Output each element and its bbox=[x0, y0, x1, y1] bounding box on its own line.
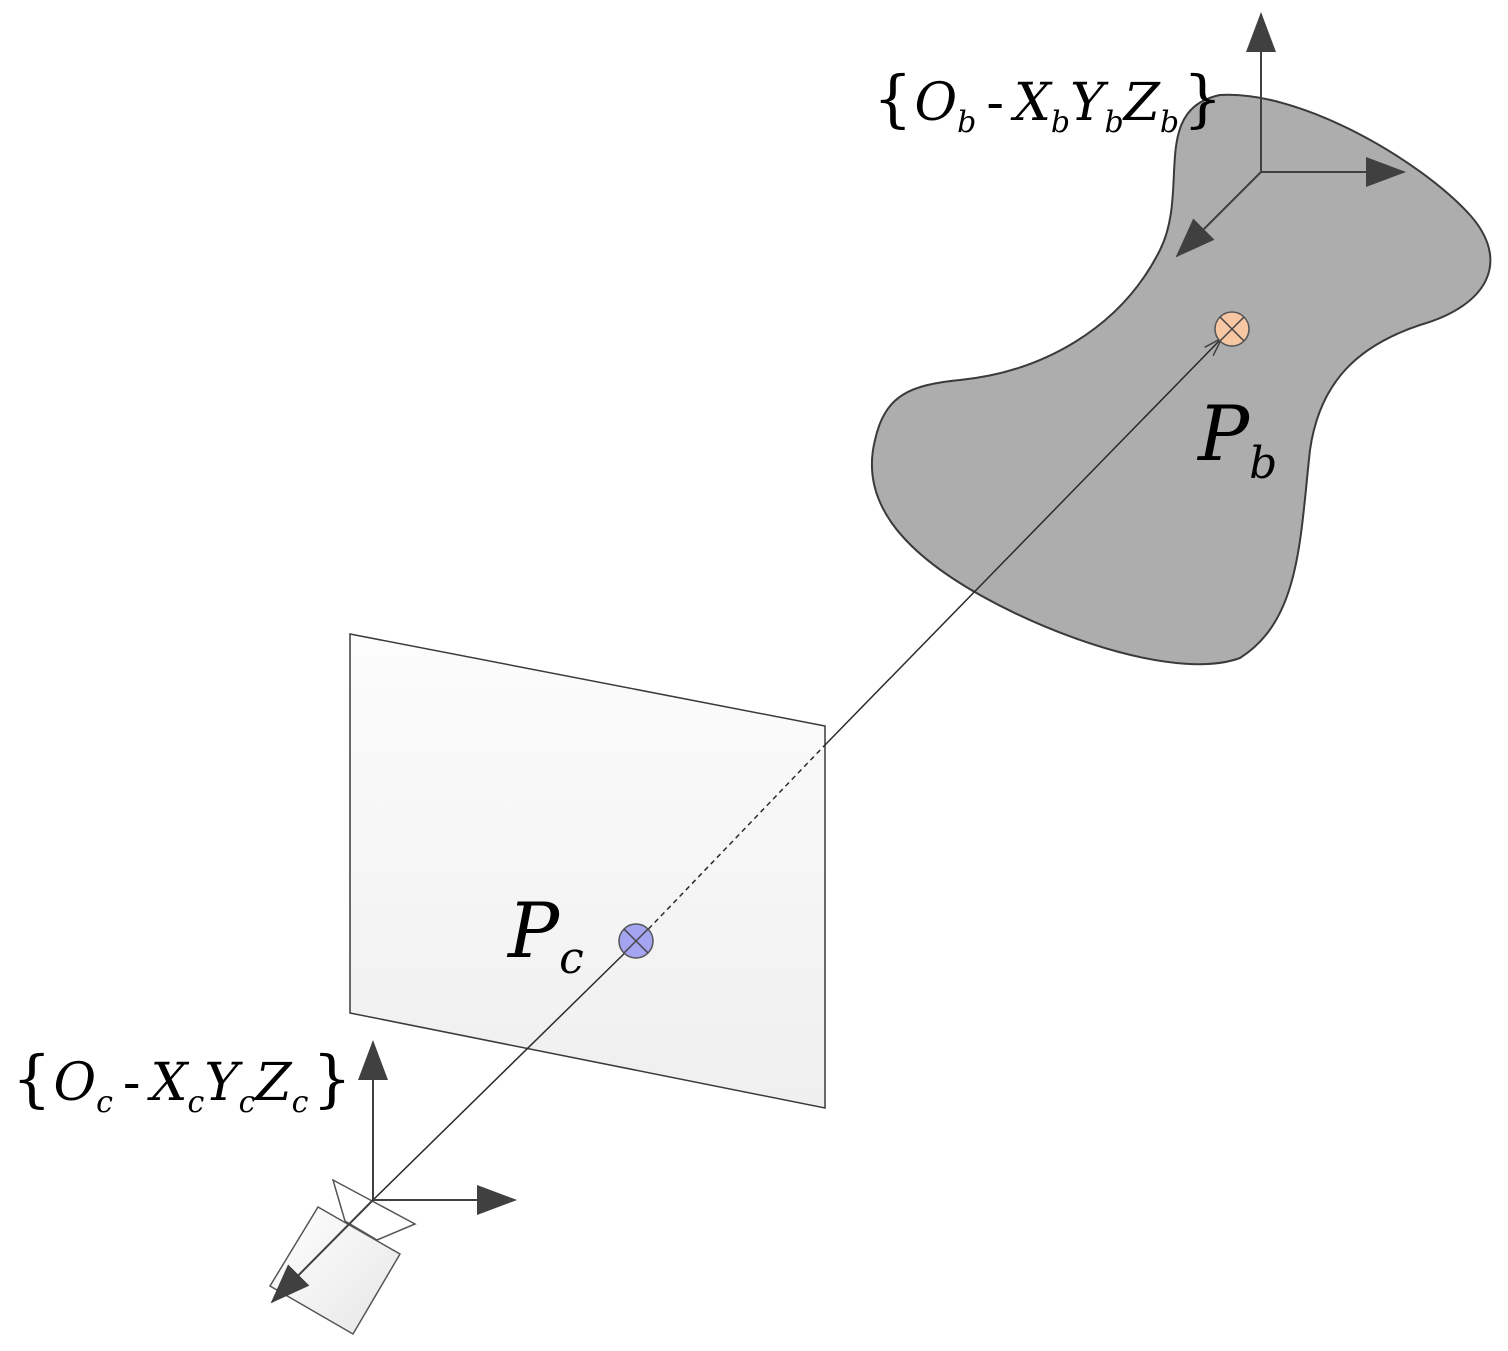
point-camera-label: Pc bbox=[506, 886, 584, 984]
point-body-marker bbox=[1214, 311, 1250, 347]
camera-frame-label: {Oc-XcYcZc} bbox=[12, 1042, 352, 1120]
camera-frame-axes bbox=[270, 1040, 517, 1304]
point-camera-marker bbox=[618, 923, 654, 959]
body-frame-axes bbox=[1175, 12, 1406, 258]
body-y-axis bbox=[1175, 171, 1262, 258]
ray-segment-front bbox=[372, 941, 637, 1201]
camera-icon bbox=[268, 1178, 417, 1336]
image-plane bbox=[349, 633, 826, 1109]
camera-z-axis bbox=[270, 1199, 374, 1304]
point-body-label: Pb bbox=[1196, 389, 1277, 489]
projection-ray bbox=[372, 338, 1222, 1201]
body-frame-label: {Ob-XbYbZb} bbox=[873, 62, 1223, 140]
ray-segment-hidden bbox=[635, 744, 826, 943]
ray-segment-back bbox=[824, 338, 1222, 746]
